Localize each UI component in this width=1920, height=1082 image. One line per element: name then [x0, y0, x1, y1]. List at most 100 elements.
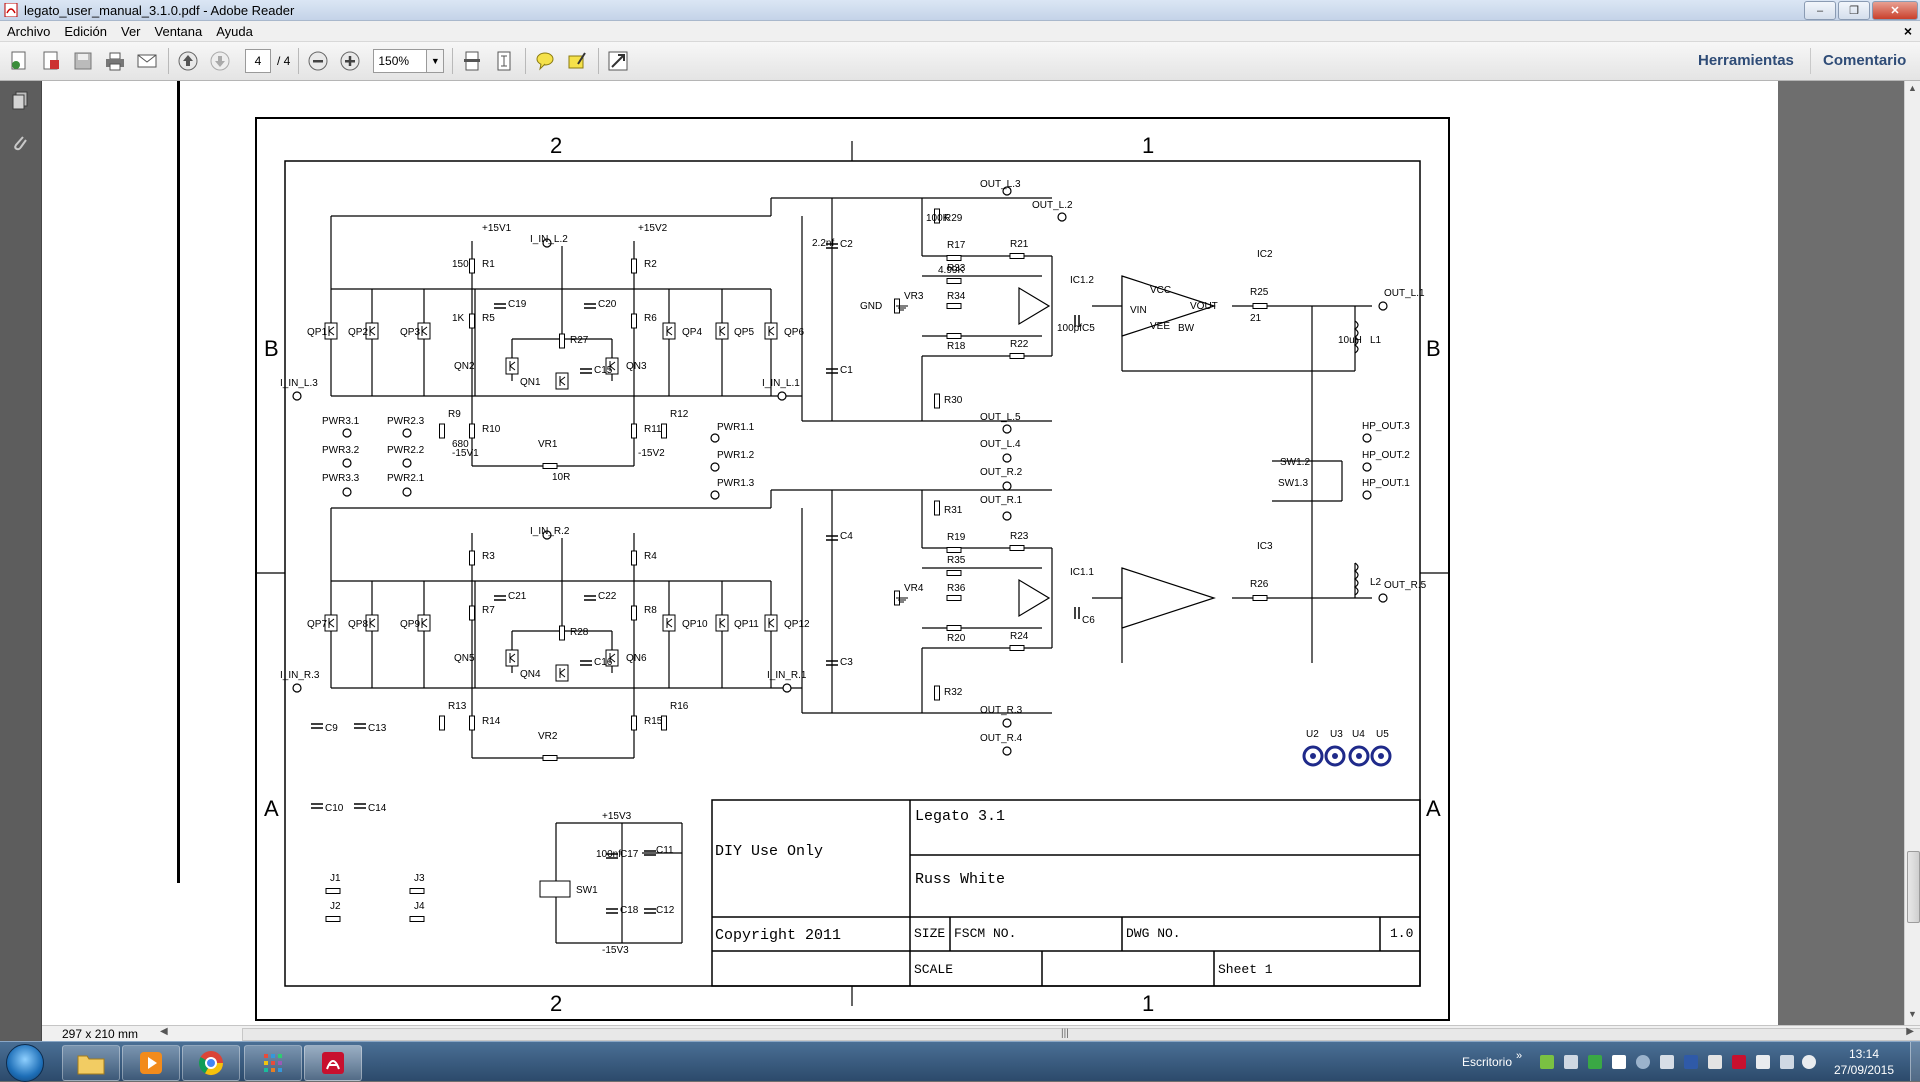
tray-windows-icon[interactable]: [1612, 1055, 1626, 1069]
chevron-right-icon[interactable]: »: [1516, 1050, 1523, 1062]
restore-button[interactable]: ❐: [1838, 1, 1870, 20]
schematic-drawing: 2 1 2 1 B B A A DIY Use Only Legato 3.1 …: [255, 117, 1450, 1021]
next-page-button[interactable]: [207, 48, 233, 74]
taskbar-apps-grid[interactable]: [244, 1045, 302, 1081]
zoom-in-button[interactable]: [337, 48, 363, 74]
schematic-label: QN3: [626, 361, 647, 372]
schematic-label: R19: [947, 532, 966, 543]
zoom-out-button[interactable]: [305, 48, 331, 74]
tray-window-icon[interactable]: [1660, 1055, 1674, 1069]
menu-edicion[interactable]: Edición: [64, 23, 107, 39]
schematic-label: I_IN_L.3: [280, 378, 318, 389]
tools-pane-button[interactable]: Herramientas: [1698, 52, 1794, 69]
plus-icon: [340, 51, 360, 71]
tray-circle-icon[interactable]: [1636, 1055, 1650, 1069]
minus-icon: [308, 51, 328, 71]
previous-page-button[interactable]: [175, 48, 201, 74]
taskbar-adobe-reader[interactable]: [304, 1045, 362, 1081]
schematic-label: R28: [570, 627, 589, 638]
schematic-label: R14: [482, 716, 501, 727]
scroll-right-arrow-icon[interactable]: ▶: [1906, 1026, 1914, 1037]
schematic-label: R31: [944, 505, 963, 516]
schematic-label: OUT_L.2: [1032, 200, 1073, 211]
save-button[interactable]: [70, 48, 96, 74]
fit-page-button[interactable]: [491, 48, 517, 74]
schematic-label: C1: [840, 365, 853, 376]
menu-ayuda[interactable]: Ayuda: [216, 23, 253, 39]
schematic-label: VR4: [904, 583, 924, 594]
toolbar-separator: [452, 48, 454, 74]
show-desktop-button[interactable]: [1910, 1042, 1920, 1081]
open-button[interactable]: [38, 48, 64, 74]
schematic-label: GND: [860, 301, 882, 312]
schematic-label: C6: [1082, 615, 1095, 626]
tray-tool-icon[interactable]: [1708, 1055, 1722, 1069]
scroll-down-arrow-icon[interactable]: ▼: [1908, 1009, 1917, 1019]
tray-monitor-icon[interactable]: [1564, 1055, 1578, 1069]
schematic-label: C4: [840, 531, 853, 542]
schematic-label: 100pf: [1057, 323, 1082, 334]
frame-number-bottom-left: 2: [550, 991, 562, 1016]
tray-reader-icon[interactable]: [1732, 1055, 1746, 1069]
zoom-dropdown[interactable]: ▼: [427, 49, 445, 73]
scroll-up-arrow-icon[interactable]: ▲: [1908, 83, 1917, 93]
schematic-label: VR1: [538, 439, 558, 450]
open-file-icon: [43, 51, 59, 70]
tray-app-icon[interactable]: [1540, 1055, 1554, 1069]
scroll-mode-button[interactable]: [459, 48, 485, 74]
attachments-button[interactable]: [8, 131, 32, 155]
email-button[interactable]: [134, 48, 160, 74]
vertical-scrollbar[interactable]: ▲ ▼: [1904, 81, 1920, 1025]
close-button[interactable]: ✕: [1872, 1, 1918, 20]
close-document-button[interactable]: ×: [1903, 23, 1912, 39]
schematic-label: QP5: [734, 327, 754, 338]
highlighter-icon: [568, 52, 587, 69]
schematic-label: C14: [368, 803, 387, 814]
frame-letter-b-right: B: [1426, 336, 1441, 361]
schematic-label: 21: [1250, 313, 1262, 324]
print-button[interactable]: [102, 48, 128, 74]
schematic-label: QP1: [307, 327, 327, 338]
comment-pane-button[interactable]: Comentario: [1823, 52, 1907, 69]
menu-ver[interactable]: Ver: [121, 23, 141, 39]
start-button[interactable]: [6, 1044, 44, 1082]
frame-number-top-left: 2: [550, 133, 562, 158]
taskbar-chrome[interactable]: [182, 1045, 240, 1081]
add-note-button[interactable]: [532, 48, 558, 74]
title-block-copyright: Copyright 2011: [715, 927, 841, 944]
schematic-label: QP11: [734, 619, 759, 630]
tray-display-icon[interactable]: [1780, 1055, 1794, 1069]
document-view[interactable]: 2 1 2 1 B B A A DIY Use Only Legato 3.1 …: [42, 81, 1904, 1025]
schematic-label: HP_OUT.3: [1362, 421, 1410, 432]
app-grid-icon: [264, 1054, 282, 1072]
tray-network-icon[interactable]: [1684, 1055, 1698, 1069]
page-thumbnails-button[interactable]: [8, 89, 32, 113]
desktop-toolbar-label[interactable]: Escritorio: [1462, 1055, 1513, 1069]
full-screen-button[interactable]: [605, 48, 631, 74]
page-number-input[interactable]: 4: [245, 49, 271, 73]
schematic-label: R20: [947, 633, 966, 644]
vertical-scroll-thumb[interactable]: [1907, 851, 1920, 923]
menu-ventana[interactable]: Ventana: [154, 23, 203, 39]
taskbar-clock[interactable]: 13:14 27/09/2015: [1824, 1046, 1904, 1078]
highlight-button[interactable]: [564, 48, 590, 74]
create-pdf-button[interactable]: [6, 48, 32, 74]
taskbar-media-player[interactable]: [122, 1045, 180, 1081]
schematic-label: QN5: [454, 653, 475, 664]
printer-icon: [106, 52, 124, 71]
pdf-page: 2 1 2 1 B B A A DIY Use Only Legato 3.1 …: [42, 81, 1778, 1025]
tray-check-icon[interactable]: [1588, 1055, 1602, 1069]
scroll-left-arrow-icon[interactable]: ◀: [160, 1026, 168, 1037]
menu-archivo[interactable]: Archivo: [7, 23, 51, 39]
tray-flag-icon[interactable]: [1756, 1055, 1770, 1069]
tray-speaker-icon[interactable]: [1802, 1055, 1816, 1069]
schematic-label: J1: [330, 873, 341, 884]
zoom-level-input[interactable]: 150%: [373, 49, 428, 73]
taskbar-explorer[interactable]: [62, 1045, 120, 1081]
schematic-label: L1: [1370, 335, 1382, 346]
chevron-down-icon: ▼: [430, 56, 440, 66]
save-icon: [74, 52, 92, 70]
horizontal-scrollbar[interactable]: |||: [242, 1028, 1920, 1041]
schematic-label: OUT_R.1: [980, 495, 1023, 506]
minimize-button[interactable]: –: [1804, 1, 1836, 20]
